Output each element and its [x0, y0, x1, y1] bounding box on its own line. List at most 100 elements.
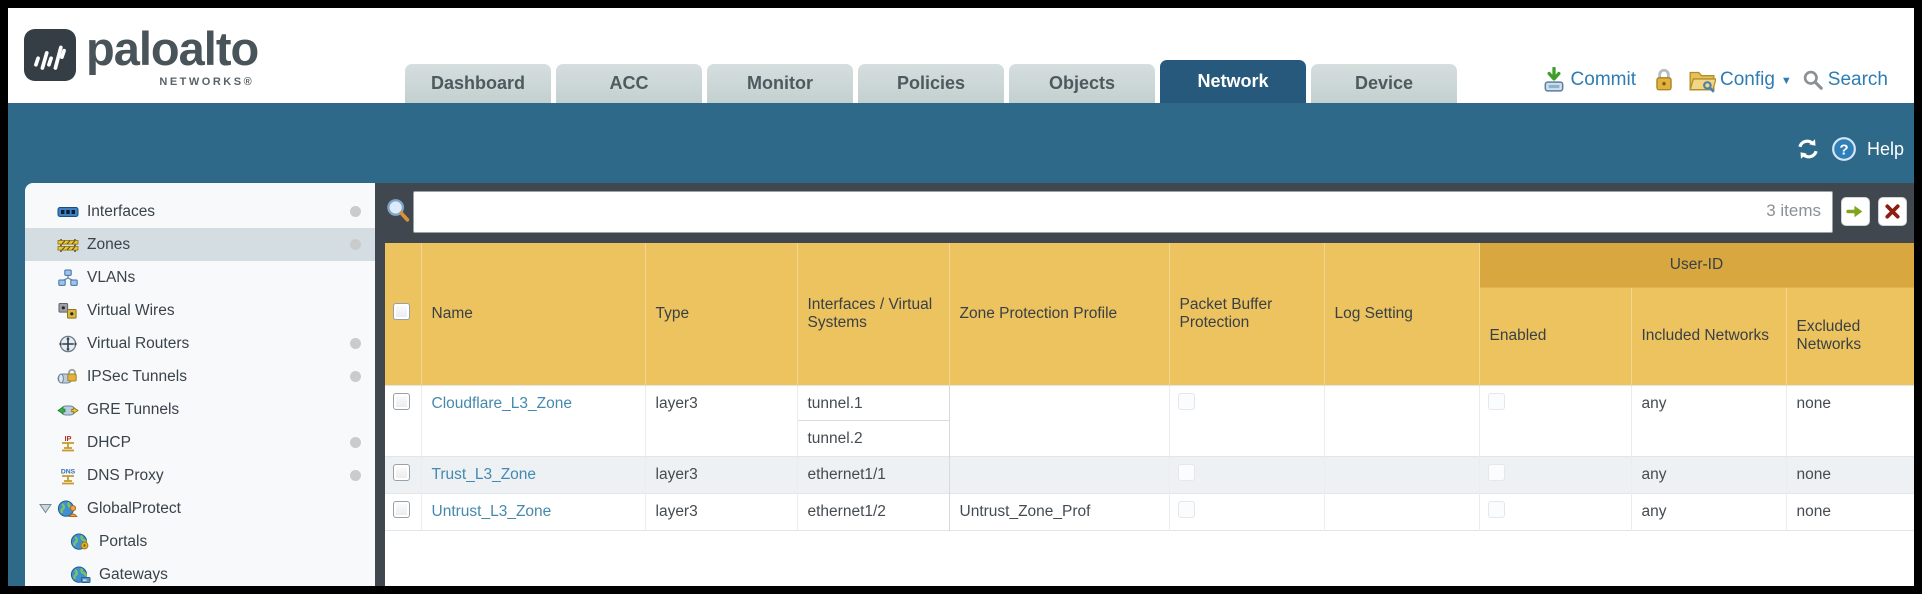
tab-objects[interactable]: Objects [1009, 64, 1155, 103]
sidebar-item-label: Interfaces [87, 202, 156, 220]
user-id-enabled-checkbox[interactable] [1487, 500, 1505, 518]
log-setting-cell [1324, 385, 1480, 456]
lock-icon[interactable] [1652, 67, 1676, 93]
zone-name-link[interactable]: Untrust_L3_Zone [431, 502, 552, 520]
filter-magnifier-icon [387, 199, 410, 222]
packet-buffer-protection-checkbox[interactable] [1177, 500, 1195, 518]
user-id-enabled-checkbox[interactable] [1487, 392, 1505, 410]
ipsec-tunnels-icon [55, 366, 81, 388]
tab-policies[interactable]: Policies [858, 64, 1004, 103]
commit-icon[interactable] [1541, 67, 1567, 93]
brand-wordmark: paloalto [86, 22, 259, 75]
column-header-log-setting[interactable]: Log Setting [1324, 243, 1480, 385]
config-caret-icon[interactable]: ▼ [1780, 75, 1792, 87]
sidebar-item-zones[interactable]: Zones [25, 228, 375, 261]
sidebar-item-label: Virtual Routers [87, 334, 190, 352]
sidebar-item-virtual-routers[interactable]: Virtual Routers [25, 327, 375, 360]
expander-triangle-icon[interactable] [35, 503, 55, 514]
search-icon[interactable] [1802, 69, 1824, 91]
zones-table: Name Type Interfaces / Virtual Systems Z… [385, 243, 1914, 531]
sidebar-item-dot [350, 206, 361, 217]
column-header-excluded-networks[interactable]: Excluded Networks [1786, 287, 1914, 385]
excluded-networks-cell: none [1786, 385, 1914, 456]
sidebar-item-gre-tunnels[interactable]: GRE Tunnels [25, 393, 375, 426]
sidebar-item-interfaces[interactable]: Interfaces [25, 195, 375, 228]
help-icon[interactable]: ? [1831, 136, 1857, 162]
clear-x-icon [1885, 204, 1900, 219]
row-select-cell [385, 456, 422, 493]
zone-type-cell: layer3 [645, 385, 798, 456]
zone-name-link[interactable]: Cloudflare_L3_Zone [431, 394, 572, 412]
sidebar-item-portals[interactable]: Portals [25, 525, 375, 558]
select-all-checkbox[interactable] [393, 302, 410, 320]
column-header-included-networks[interactable]: Included Networks [1631, 287, 1787, 385]
tab-monitor[interactable]: Monitor [707, 64, 853, 103]
column-header-enabled[interactable]: Enabled [1479, 287, 1632, 385]
config-icon[interactable] [1688, 67, 1716, 93]
sidebar-item-dhcp[interactable]: IP DHCP [25, 426, 375, 459]
sidebar-item-dot [350, 470, 361, 481]
globalprotect-icon [55, 498, 81, 520]
included-networks-cell: any [1631, 385, 1787, 456]
sidebar-item-dns-proxy[interactable]: DNS DNS Proxy [25, 459, 375, 492]
column-header-name[interactable]: Name [421, 243, 646, 385]
apply-filter-button[interactable] [1841, 197, 1870, 226]
packet-buffer-protection-cell [1169, 385, 1325, 456]
refresh-icon[interactable] [1795, 137, 1821, 161]
row-select-checkbox[interactable] [393, 392, 410, 410]
commit-button[interactable]: Commit [1570, 69, 1636, 90]
dns-proxy-icon: DNS [55, 465, 81, 487]
zone-type-cell: layer3 [645, 456, 798, 493]
virtual-routers-icon [55, 333, 81, 355]
sidebar-item-gateways[interactable]: Gateways [25, 558, 375, 586]
filter-input[interactable] [413, 191, 1833, 233]
svg-text:DNS: DNS [61, 468, 76, 475]
virtual-wires-icon [55, 300, 81, 322]
tab-acc[interactable]: ACC [556, 64, 702, 103]
sidebar-item-vlans[interactable]: VLANs [25, 261, 375, 294]
sidebar-item-dot [350, 437, 361, 448]
column-header-zone-protection-profile[interactable]: Zone Protection Profile [949, 243, 1170, 385]
column-header-interfaces[interactable]: Interfaces / Virtual Systems [797, 243, 950, 385]
zone-name-link[interactable]: Trust_L3_Zone [431, 465, 537, 483]
sidebar-item-ipsec-tunnels[interactable]: IPSec Tunnels [25, 360, 375, 393]
tab-device[interactable]: Device [1311, 64, 1457, 103]
interface-entry: ethernet1/2 [807, 502, 886, 520]
sidebar-item-label: DHCP [87, 433, 131, 451]
user-id-enabled-cell [1479, 385, 1632, 456]
excluded-networks-cell: none [1786, 493, 1914, 530]
zone-protection-profile-cell: Untrust_Zone_Prof [949, 493, 1170, 530]
sidebar-item-label: DNS Proxy [87, 466, 164, 484]
content-panel: 3 items [375, 183, 1914, 586]
packet-buffer-protection-checkbox[interactable] [1177, 463, 1195, 481]
search-button[interactable]: Search [1827, 69, 1888, 90]
sidebar-item-dot [350, 338, 361, 349]
row-select-checkbox[interactable] [393, 463, 410, 481]
portals-icon [67, 531, 93, 553]
column-group-user-id: User-ID [1479, 243, 1914, 288]
sidebar-item-globalprotect[interactable]: GlobalProtect [25, 492, 375, 525]
config-menu[interactable]: Config [1719, 69, 1775, 90]
paloalto-logo: paloalto NETWORKS® [24, 22, 259, 88]
tab-network[interactable]: Network [1160, 60, 1306, 103]
svg-text:?: ? [1839, 141, 1848, 158]
interface-entry: tunnel.1 [797, 386, 949, 421]
dhcp-icon: IP [55, 432, 81, 454]
log-setting-cell [1324, 456, 1480, 493]
tab-dashboard[interactable]: Dashboard [405, 64, 551, 103]
zone-protection-profile-cell [949, 456, 1170, 493]
sidebar-item-virtual-wires[interactable]: Virtual Wires [25, 294, 375, 327]
header-actions: Commit Config ▼ Search [1541, 60, 1892, 100]
packet-buffer-protection-checkbox[interactable] [1177, 392, 1195, 410]
help-label[interactable]: Help [1866, 138, 1904, 159]
user-id-enabled-checkbox[interactable] [1487, 463, 1505, 481]
clear-filter-button[interactable] [1878, 197, 1907, 226]
row-select-checkbox[interactable] [393, 500, 410, 518]
column-header-packet-buffer-protection[interactable]: Packet Buffer Protection [1169, 243, 1325, 385]
zone-interfaces-cell: ethernet1/2 [796, 493, 950, 530]
column-header-type[interactable]: Type [645, 243, 798, 385]
zone-protection-profile-cell [949, 385, 1170, 456]
